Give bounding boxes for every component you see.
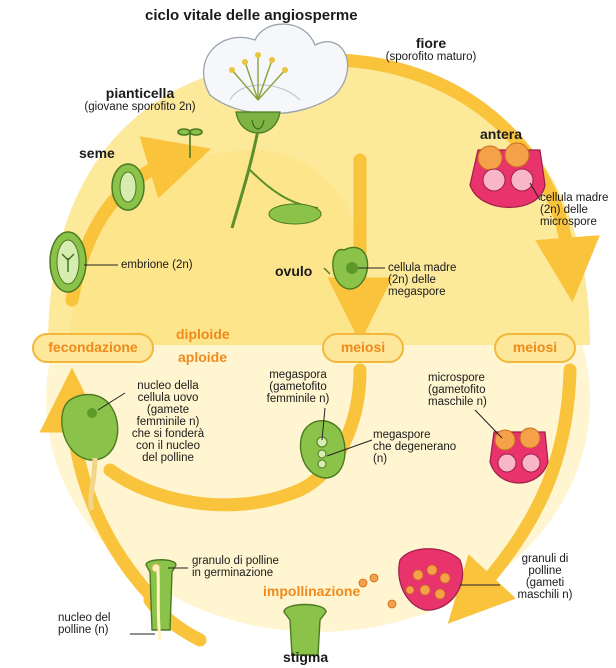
flower-label: fiore (376, 36, 486, 51)
anther-label: antera (480, 127, 522, 142)
diploid-phase-label: diploide (176, 328, 230, 340)
seedling-sublabel: (giovane sporofito 2n) (70, 101, 210, 113)
seedling-label: pianticella (70, 86, 210, 101)
fertilization-pill: fecondazione (32, 333, 154, 363)
seed-label: seme (79, 146, 115, 161)
flower-sublabel: (sporofito maturo) (376, 51, 486, 63)
meiosis-right-pill: meiosi (494, 333, 576, 363)
seed-illustration (112, 164, 144, 210)
stigma-label: stigma (283, 650, 328, 665)
pollen-grains-desc: granuli di polline (gameti maschili n) (500, 553, 590, 601)
diagram-title: ciclo vitale delle angiosperme (145, 10, 358, 22)
megaspore-desc: megaspora (gametofito femminile n) (248, 369, 348, 405)
stigma-illustration (284, 605, 326, 656)
flower-label-group: fiore (sporofito maturo) (376, 36, 486, 63)
meiosis-left-pill: meiosi (322, 333, 404, 363)
anther-illustration (470, 143, 545, 208)
ovule-desc: cellula madre (2n) delle megaspore (388, 262, 456, 298)
haploid-phase-label: aploide (178, 351, 227, 363)
germinating-pollen-desc: granulo di polline in germinazione (192, 555, 279, 579)
pollination-label: impollinazione (263, 585, 360, 597)
anther-desc: cellula madre (2n) delle microspore (540, 192, 608, 228)
pollen-nucleus-desc: nucleo del polline (n) (58, 612, 110, 636)
seedling-label-group: pianticella (giovane sporofito 2n) (70, 86, 210, 113)
degenerating-megaspores-desc: megaspore che degenerano (n) (373, 429, 456, 465)
ovule-label: ovulo (275, 264, 312, 279)
embryo-label: embrione (2n) (121, 259, 193, 271)
egg-nucleus-desc: nucleo della cellula uovo (gamete femmin… (118, 380, 218, 464)
microspore-desc: microspore (gametofito maschile n) (428, 372, 487, 408)
